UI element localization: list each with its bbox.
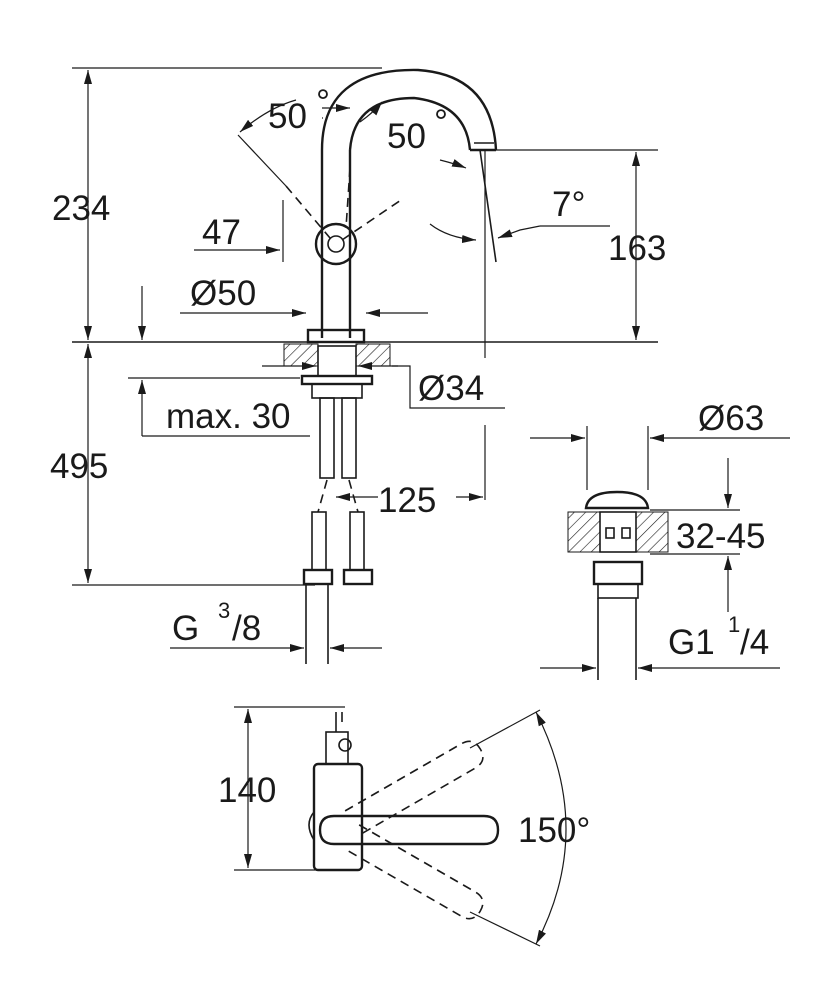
label-rotation: 150° [518,811,590,850]
top-view: 140 150° [218,706,590,947]
dimension-spout-reach: 125 [336,481,483,520]
degree-right: ° [434,103,448,142]
label-lever-offset: 47 [202,213,241,252]
label-total-height: 234 [52,189,110,228]
front-view: 234 495 [50,67,666,664]
label-spout-reach: 125 [378,481,436,520]
label-depth: 140 [218,771,276,810]
label-hose-length: 495 [50,447,108,486]
label-waste-thread-sub: /4 [740,623,769,662]
label-waste-diameter: Ø63 [698,399,764,438]
label-base-diameter: Ø50 [190,274,256,313]
label-angle-left: 50 [268,97,307,136]
dimension-angle-right: 50 ° [359,101,467,169]
label-angle-right: 50 [387,117,426,156]
label-waste-thread-main: G1 [668,623,715,662]
waste-view: Ø63 32-45 G1 1 /4 [530,399,790,680]
faucet-body [285,68,498,500]
label-thread-sub: /8 [232,609,261,648]
dimension-connection-thread: G 3 /8 [170,585,382,664]
label-hole-diameter: Ø34 [418,369,484,408]
supply-hoses [302,397,374,586]
label-waste-thread-sup: 1 [728,612,740,637]
countertop-section [262,343,398,399]
label-thread-sup: 3 [218,598,230,623]
dimension-hose-length: 495 [50,344,108,583]
label-thread-main: G [172,609,199,648]
dimension-base-diameter: Ø50 [138,274,428,340]
degree-left: ° [316,83,330,122]
label-max-thickness: max. 30 [166,397,291,436]
dimension-angle-left: 50 ° [237,83,350,187]
dimension-max-thickness: max. 30 [128,377,310,437]
label-spout-height: 163 [608,229,666,268]
dimension-tilt-angle: 7° [429,185,610,243]
dimension-spout-height: 163 [496,149,666,340]
label-tilt-angle: 7° [552,185,585,224]
label-waste-range: 32-45 [676,517,766,556]
dimension-total-height: 234 [52,67,382,340]
dimension-hole-diameter: Ø34 [392,365,505,409]
dimension-lever-offset: 47 [194,200,284,262]
